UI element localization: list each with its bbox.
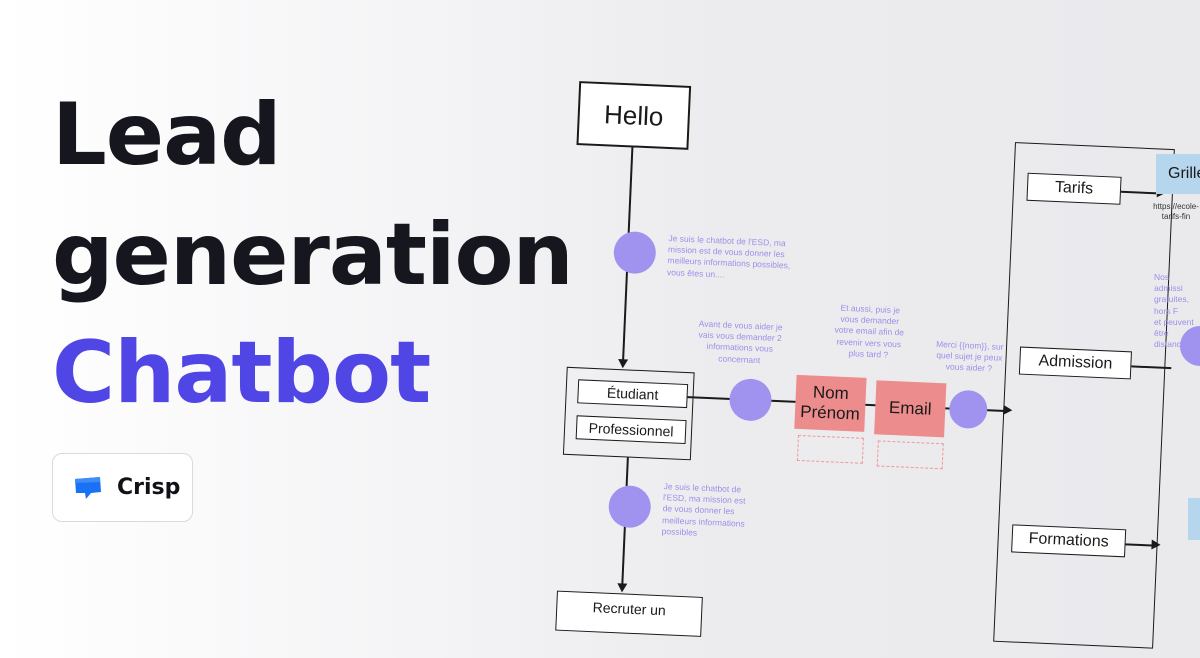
badge-label: Crisp	[117, 475, 181, 500]
professionnel-option: Professionnel	[575, 415, 687, 445]
grille-node: Grille	[1156, 154, 1200, 194]
bot-message-dot	[612, 230, 657, 275]
title-line-lead: Lead	[52, 85, 282, 185]
merci-note: Merci {{nom}}, sur quel sujet je peux vo…	[935, 338, 1004, 374]
arrow-head	[1151, 539, 1161, 550]
etudiant-option: Étudiant	[577, 379, 689, 409]
bot-message-dot	[607, 484, 652, 529]
admission-note: Nos admissi gratuites, hors F et peuvent…	[1154, 272, 1194, 350]
hello-node: Hello	[576, 81, 692, 150]
topics-column	[993, 142, 1175, 649]
nom-prenom-placeholder	[796, 434, 864, 464]
ask-note: Avant de vous aider je vais vous demande…	[698, 318, 783, 365]
email-note: Et aussi, puis je vous demander votre em…	[834, 302, 905, 360]
admission-option: Admission	[1018, 346, 1132, 380]
recruter-node: Recruter un	[555, 590, 703, 637]
grille-link: https://ecole- tarifs-fin	[1153, 202, 1199, 222]
arrow-head	[617, 359, 629, 369]
bot-message-dot	[728, 377, 773, 422]
email-placeholder	[876, 440, 944, 470]
chat-bubble-icon	[75, 476, 101, 499]
flowchart: Hello Je suis le chatbot de l'ESD, ma mi…	[539, 68, 1200, 649]
formations-target	[1188, 498, 1200, 540]
formations-option: Formations	[1011, 524, 1127, 558]
admission-dot	[1180, 326, 1200, 366]
arrow-head	[616, 583, 628, 593]
email-field: Email	[874, 380, 947, 438]
tarifs-option: Tarifs	[1026, 172, 1122, 205]
crisp-badge: Crisp	[52, 453, 193, 522]
nom-prenom-field: Nom Prénom	[794, 374, 867, 432]
title-line-chatbot: Chatbot	[52, 323, 431, 423]
title-line-generation: generation	[52, 205, 574, 305]
pro-note: Je suis le chatbot de l'ESD, ma mission …	[661, 481, 746, 538]
intro-note: Je suis le chatbot de l'ESD, ma mission …	[666, 233, 791, 280]
bot-message-dot	[948, 389, 989, 430]
